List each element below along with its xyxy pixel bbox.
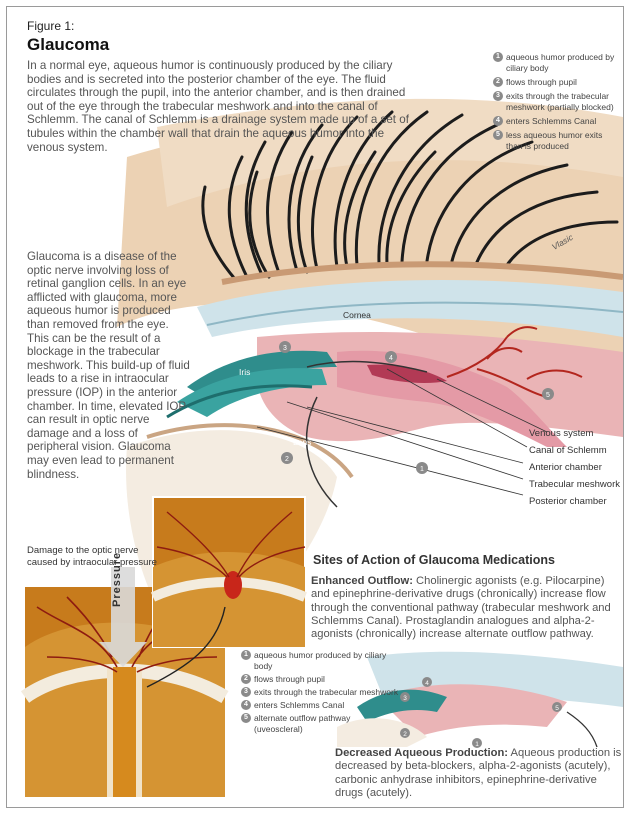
figure-frame: 3 4 5 2 1 — [6, 6, 624, 808]
legend-text: alternate outflow pathway (uveoscleral) — [254, 713, 351, 734]
eye-illustration: 3 4 5 2 1 — [20, 98, 623, 797]
legend-number: 2 — [241, 674, 251, 684]
label-cornea: Cornea — [343, 310, 371, 320]
legend-text: less aqueous humor exits than is produce… — [506, 130, 603, 151]
bottom-markers: 3 4 5 2 1 — [400, 677, 562, 748]
legend-number: 2 — [493, 77, 503, 87]
legend-number: 3 — [493, 91, 503, 101]
legend-text: enters Schlemms Canal — [506, 116, 597, 126]
enhanced-outflow-text: Enhanced Outflow: Cholinergic agonists (… — [311, 575, 621, 641]
legend-text: aqueous humor produced by ciliary body — [254, 650, 387, 671]
top-markers: 3 4 5 2 1 — [279, 341, 554, 474]
label-iris: Iris — [239, 367, 251, 377]
svg-text:2: 2 — [285, 456, 289, 463]
svg-text:3: 3 — [403, 695, 407, 702]
svg-text:2: 2 — [403, 731, 407, 738]
legend-number: 4 — [241, 700, 251, 710]
label-lens: Lens — [293, 437, 312, 447]
legend-number: 5 — [241, 713, 251, 723]
label-canal-of-schlemm: Canal of Schlemm — [529, 445, 607, 456]
legend-text: flows through pupil — [506, 77, 577, 87]
svg-text:4: 4 — [389, 355, 393, 362]
legend-text: exits through the trabecular meshwork — [254, 687, 399, 697]
legend-text: flows through pupil — [254, 674, 325, 684]
pressure-label: Pressure — [111, 551, 123, 607]
enhanced-outflow-body: Cholinergic agonists (e.g. Pilocarpine) … — [311, 575, 611, 641]
eyelashes — [201, 110, 619, 281]
legend-text: exits through the trabecular meshwork (p… — [506, 91, 614, 112]
figure-label: Figure 1: — [27, 19, 75, 33]
svg-text:4: 4 — [425, 680, 429, 687]
intro-paragraph: In a normal eye, aqueous humor is contin… — [27, 59, 409, 154]
legend-number: 3 — [241, 687, 251, 697]
label-anterior-chamber: Anterior chamber — [529, 462, 602, 473]
svg-text:1: 1 — [475, 741, 479, 748]
svg-text:3: 3 — [283, 345, 287, 352]
svg-text:5: 5 — [555, 705, 559, 712]
legend-number: 1 — [493, 52, 503, 62]
svg-text:1: 1 — [420, 466, 424, 473]
decreased-production-label: Decreased Aqueous Production: — [335, 747, 509, 759]
label-posterior-chamber: Posterior chamber — [529, 496, 607, 507]
optic-nerve-caption: Damage to the optic nerve caused by intr… — [27, 545, 157, 568]
sites-title: Sites of Action of Glaucoma Medications — [313, 553, 555, 567]
label-venous-system: Venous system — [529, 428, 594, 439]
figure-title: Glaucoma — [27, 35, 110, 54]
legend-number: 1 — [241, 650, 251, 660]
svg-text:5: 5 — [546, 392, 550, 399]
glaucoma-paragraph: Glaucoma is a disease of the optic nerve… — [27, 250, 190, 481]
enhanced-outflow-label: Enhanced Outflow: — [311, 575, 413, 587]
decreased-production-body: Aqueous production is decreased by beta-… — [335, 747, 622, 799]
legend-text: aqueous humor produced by ciliary body — [506, 52, 615, 73]
label-trabecular-meshwork: Trabecular meshwork — [529, 479, 620, 490]
legend-number: 4 — [493, 116, 503, 126]
legend-number: 5 — [493, 130, 503, 140]
legend-text: enters Schlemms Canal — [254, 700, 345, 710]
decreased-production-text: Decreased Aqueous Production: Aqueous pr… — [335, 747, 623, 800]
